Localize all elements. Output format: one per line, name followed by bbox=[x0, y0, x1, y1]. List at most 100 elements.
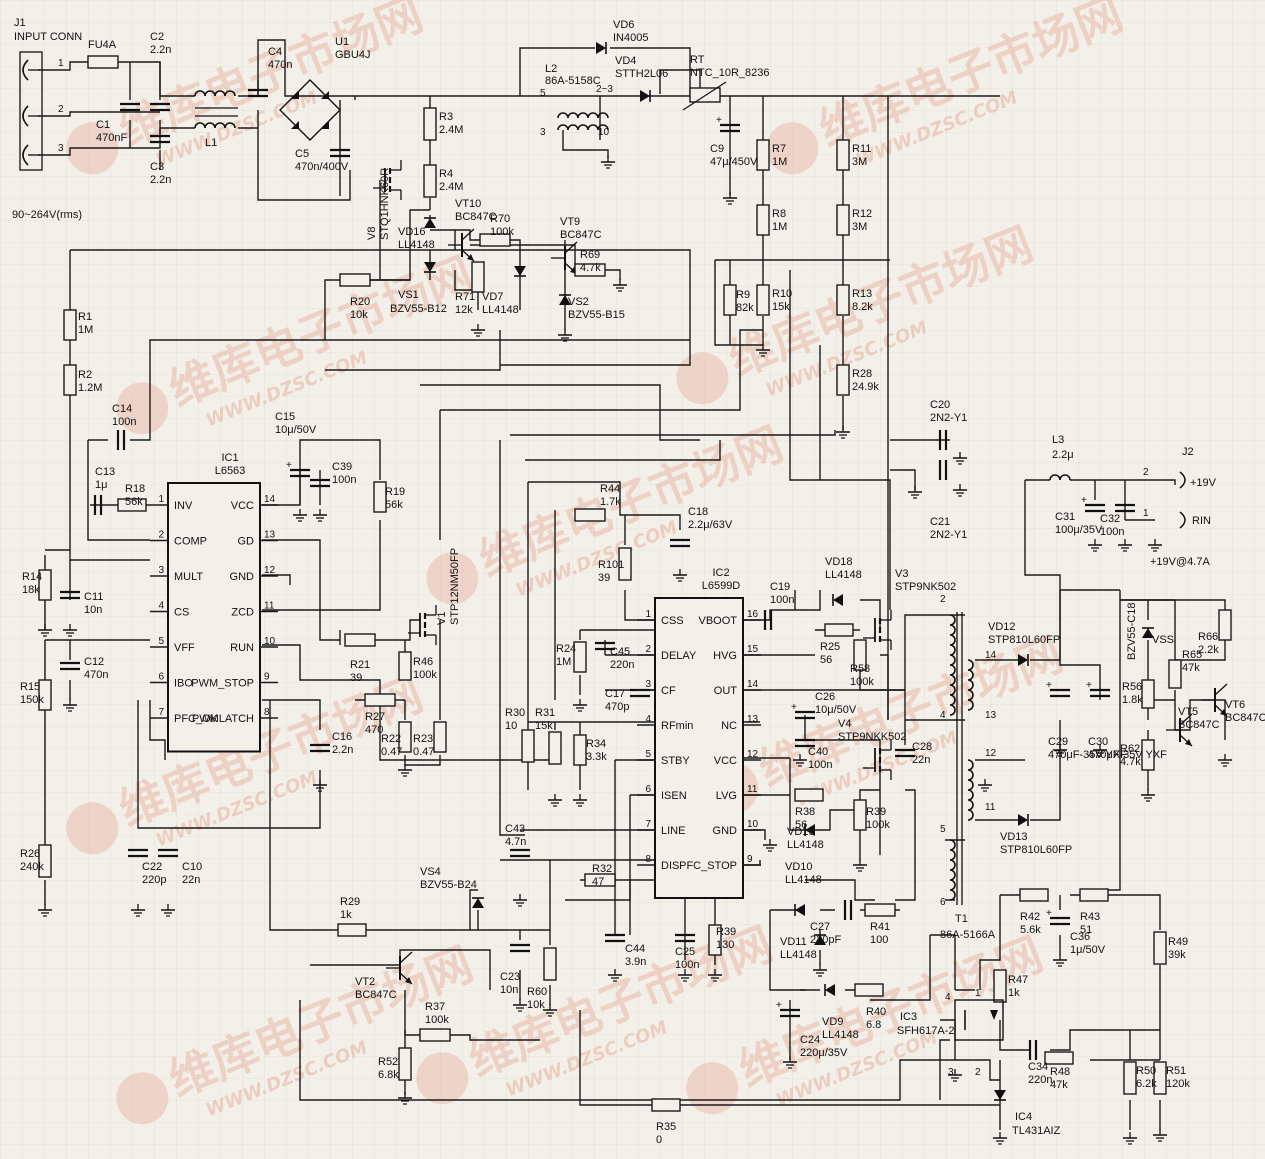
pin-name-LINE: LINE bbox=[661, 825, 685, 837]
ref-R24: R24 bbox=[556, 643, 576, 655]
ground-symbol bbox=[1053, 954, 1067, 967]
val-R27: 470 bbox=[365, 724, 383, 736]
resistor-R52 bbox=[398, 1047, 412, 1081]
ref-R41: R41 bbox=[870, 921, 890, 933]
val-C13: 1μ bbox=[95, 479, 107, 491]
capacitor-C39 bbox=[310, 478, 330, 488]
polarity-mark: + bbox=[1046, 908, 1052, 919]
val-R9: 82k bbox=[736, 302, 754, 314]
ref-R38: R38 bbox=[795, 806, 815, 818]
val-C4: 470n bbox=[268, 59, 292, 71]
fuse bbox=[87, 55, 119, 69]
resistor-R70 bbox=[479, 233, 511, 247]
ground-symbol bbox=[38, 624, 52, 637]
ground-symbol bbox=[1053, 744, 1067, 757]
pin-name-GND: GND bbox=[713, 825, 738, 837]
ref-R66: R66 bbox=[1198, 631, 1218, 643]
val-VT9: BC847C bbox=[560, 229, 602, 241]
resistor-R37 bbox=[419, 1028, 451, 1042]
val-C44: 3.9n bbox=[625, 956, 646, 968]
ground-symbol bbox=[783, 1056, 797, 1069]
resistor-R22 bbox=[398, 721, 412, 753]
ref-R32: R32 bbox=[592, 863, 612, 875]
val-R10: 15k bbox=[772, 301, 790, 313]
val-VD7: LL4148 bbox=[482, 304, 519, 316]
resistor-R19 bbox=[373, 481, 387, 513]
val-VD13: STP810L60FP bbox=[1000, 844, 1072, 856]
ref-VT10: VT10 bbox=[455, 198, 481, 210]
ground-symbol bbox=[63, 699, 77, 712]
resistor-R11 bbox=[836, 139, 850, 171]
resistor-R39b bbox=[708, 924, 722, 956]
ref-VD12: VD12 bbox=[988, 621, 1016, 633]
capacitor-C2 bbox=[150, 102, 170, 112]
pin-number: 8 bbox=[645, 854, 651, 865]
ref-R52: R52 bbox=[378, 1056, 398, 1068]
ref-R23: R23 bbox=[413, 733, 433, 745]
ref-C16: C16 bbox=[332, 731, 352, 743]
ref-R8: R8 bbox=[772, 208, 786, 220]
pin-name-DIS: DIS bbox=[661, 860, 679, 872]
inductor-coil bbox=[194, 90, 236, 97]
val-R70: 100k bbox=[490, 226, 514, 238]
ref-R3: R3 bbox=[439, 111, 453, 123]
ref-R12: R12 bbox=[852, 208, 872, 220]
val-C5: 470n/400V bbox=[295, 161, 349, 173]
capacitor-C15: + bbox=[286, 460, 310, 478]
diode-VD18 bbox=[832, 594, 843, 606]
resistor-R30 bbox=[521, 729, 535, 763]
val-C15: 10μ/50V bbox=[275, 424, 317, 436]
val-L3: 2.2μ bbox=[1052, 449, 1074, 461]
capacitor-C10 bbox=[158, 848, 178, 858]
ref-IC4: IC4 bbox=[1015, 1111, 1032, 1123]
val-R37: 100k bbox=[425, 1014, 449, 1026]
ref-VD18: VD18 bbox=[825, 556, 853, 568]
ground-symbol bbox=[513, 999, 527, 1012]
val-VD6: IN4005 bbox=[613, 32, 648, 44]
ground-symbol bbox=[793, 754, 807, 767]
val-R29: 1k bbox=[340, 909, 352, 921]
val-R13: 8.2k bbox=[852, 301, 873, 313]
val-R22: 0.47 bbox=[381, 746, 402, 758]
pin-name-MULT: MULT bbox=[174, 571, 203, 583]
capacitor-C30: + bbox=[1086, 680, 1110, 698]
val-VT5: BC847C bbox=[1178, 719, 1220, 731]
ref-C27: C27 bbox=[810, 921, 830, 933]
capacitor-C12 bbox=[60, 661, 80, 671]
pin-number: 1 bbox=[158, 494, 164, 505]
ground-symbol bbox=[1153, 1129, 1167, 1142]
val-VD4: STTH2L06 bbox=[615, 68, 668, 80]
ground-symbol bbox=[1141, 789, 1155, 802]
ground-symbol bbox=[836, 426, 850, 439]
val-C36: 1μ/50V bbox=[1070, 944, 1106, 956]
ref-R14: R14 bbox=[22, 571, 42, 583]
ground-symbol bbox=[63, 624, 77, 637]
ref-R101: R101 bbox=[598, 559, 624, 571]
diode- bbox=[424, 262, 436, 273]
ref-R70: R70 bbox=[490, 213, 510, 225]
t1-pin: 6 bbox=[940, 897, 946, 908]
pin-name-PFC_OK: PFC_OK bbox=[174, 713, 219, 725]
transistor-VT5 bbox=[1166, 713, 1193, 747]
ref-R69: R69 bbox=[580, 249, 600, 261]
ref-R19: R19 bbox=[385, 486, 405, 498]
diode-VD10 bbox=[794, 904, 805, 916]
val-C25: 100n bbox=[675, 959, 699, 971]
val-C11: 10n bbox=[84, 604, 102, 616]
ref-C1: C1 bbox=[96, 119, 110, 131]
capacitor-C14 bbox=[116, 430, 126, 450]
val-R65: 47k bbox=[1182, 662, 1200, 674]
pin-name-PWMLATCH: PWMLATCH bbox=[192, 713, 254, 725]
resistor-R60 bbox=[543, 947, 557, 981]
t1-pin: 14 bbox=[985, 650, 997, 661]
transistor-VT10 bbox=[448, 228, 475, 262]
resistor-R58 bbox=[853, 639, 867, 671]
ground-symbol bbox=[1118, 539, 1132, 552]
val-R34: 3.3k bbox=[586, 751, 607, 763]
diode-VD12 bbox=[1018, 654, 1029, 666]
transformer-winding bbox=[949, 614, 956, 716]
resistor-R4 bbox=[423, 164, 437, 198]
val-U1: GBU4J bbox=[335, 49, 370, 61]
ic-blocks: INV1COMP2MULT3CS4VFF5IBO6PFC_OK7VCC14GD1… bbox=[150, 482, 761, 899]
